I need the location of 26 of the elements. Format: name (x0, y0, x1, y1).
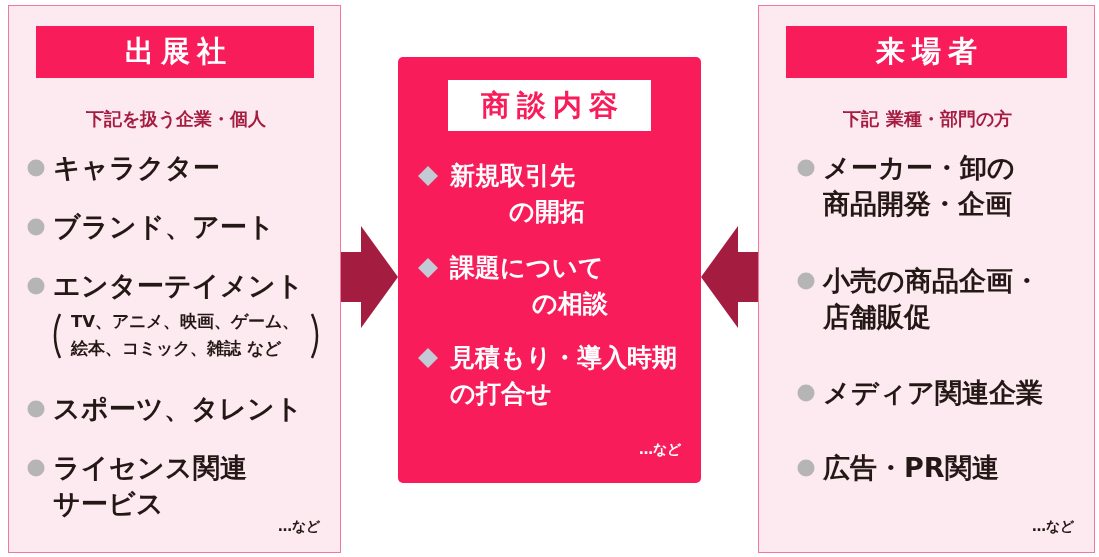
list-item: エンターテイメント (53, 269, 305, 303)
panel (8, 5, 341, 553)
list-item: 見積もり・導入時期の打合せ (450, 342, 678, 410)
list-item: メディア関連企業 (823, 376, 1044, 410)
list-item: ライセンス関連サービス (53, 451, 248, 521)
list-item: スポーツ、タレント (53, 392, 304, 426)
content-box (398, 57, 701, 483)
list-item: 新規取引先の開拓 (450, 160, 585, 228)
list-item: 広告・PR関連 (823, 451, 1000, 485)
heading-banner: 商談内容 (448, 80, 651, 131)
note-text: …など (639, 441, 681, 459)
list-item: 課題についての相談 (450, 252, 608, 320)
subheading: 下記を扱う企業・個人 (84, 107, 267, 131)
list-item: メーカー・卸の商品開発・企画 (823, 151, 1016, 221)
note-text: …など (1032, 518, 1074, 536)
note-text: …など (278, 518, 320, 536)
block-arrow (341, 226, 398, 328)
subheading: 下記 業種・部門の方 (842, 107, 1013, 131)
note-text: TV、アニメ、映画、ゲーム、絵本、コミック、雑誌 など (71, 311, 301, 360)
heading-banner: 来場者 (786, 26, 1067, 78)
block-arrow (701, 226, 758, 328)
list-item: 小売の商品企画・店舗販促 (823, 264, 1041, 334)
list-item: ブランド、アート (53, 210, 276, 244)
heading-banner: 出展社 (36, 26, 314, 78)
list-item: キャラクター (53, 151, 221, 185)
panel (758, 5, 1095, 553)
